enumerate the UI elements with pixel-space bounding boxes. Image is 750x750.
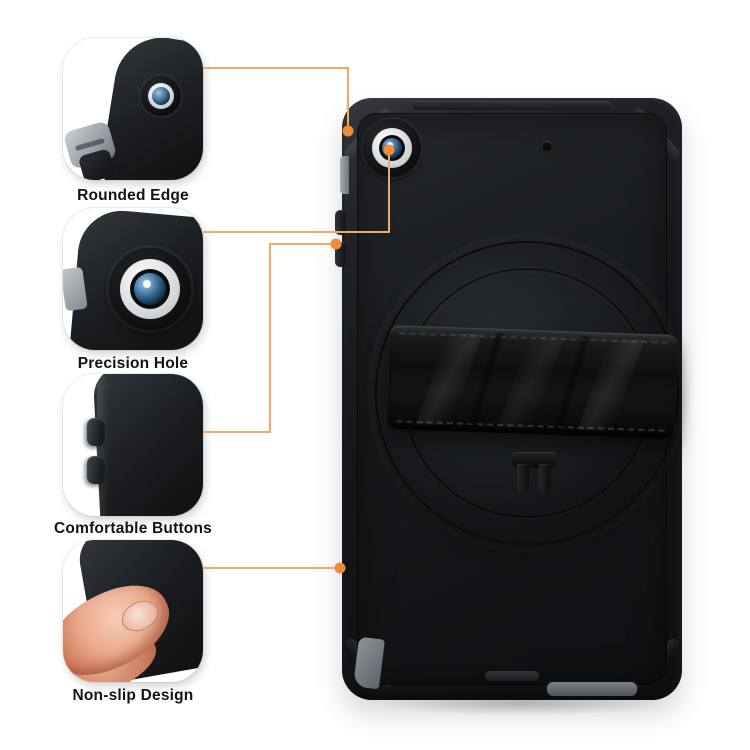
callout-label-precision-hole: Precision Hole [77, 355, 189, 372]
thumb-volume-down-button [87, 456, 105, 484]
thumb-camera [109, 248, 191, 330]
thumbnail-rounded-edge [63, 38, 203, 180]
thumb-volume-up-button [87, 418, 105, 446]
volume-up-button [335, 210, 346, 235]
callout-label-rounded-edge: Rounded Edge [77, 187, 189, 204]
connector-line-comfortable-buttons [203, 243, 331, 433]
case-back-panel [357, 113, 678, 685]
strap-fold-highlight [497, 335, 565, 429]
case-back-shell [335, 98, 682, 700]
kickstand-clip [512, 452, 556, 494]
kickstand-prong [517, 464, 529, 492]
hand-strap [386, 325, 678, 439]
thumb-latch-slot [74, 137, 105, 152]
callout-label-comfortable-buttons: Comfortable Buttons [54, 520, 212, 537]
thumb-camera [141, 76, 181, 116]
thumb-camera-lens [152, 87, 170, 105]
volume-down-button [335, 242, 346, 267]
inner-shell-edge [547, 682, 637, 696]
side-latch [340, 156, 349, 194]
charging-port [485, 671, 539, 681]
thumbnail-non-slip-design [63, 540, 203, 682]
thumbnail-precision-hole [63, 208, 203, 350]
camera-glint [387, 142, 393, 148]
thumbnail-comfortable-buttons [63, 374, 203, 516]
thumb-camera-lens [134, 273, 166, 305]
camera-module [363, 119, 421, 177]
mic-hole [542, 141, 552, 151]
connector-line-rounded-edge [203, 67, 349, 128]
camera-lens [382, 138, 402, 158]
top-edge-lip [412, 101, 612, 110]
thumb-case-edge [92, 374, 203, 516]
strap-fold-highlight [577, 338, 645, 431]
callout-label-non-slip-design: Non-slip Design [72, 687, 194, 704]
thumb-camera-glint [143, 280, 151, 288]
tablet-case [335, 98, 682, 700]
kickstand-prong [539, 464, 551, 492]
